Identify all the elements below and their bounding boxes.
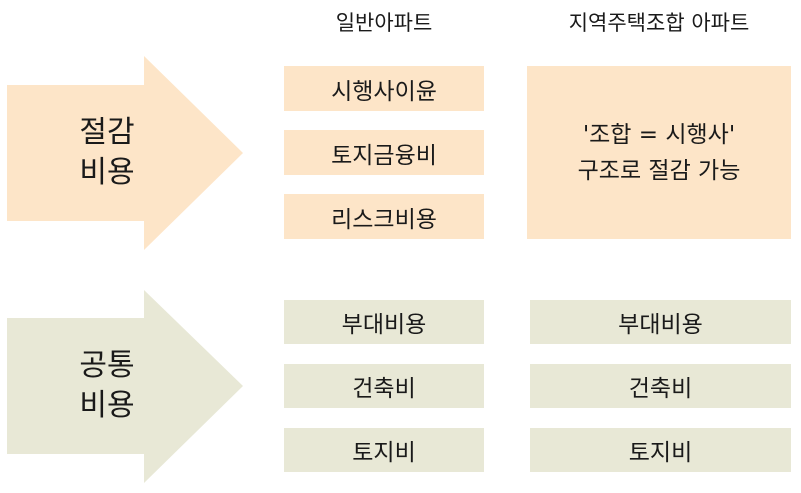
common-cost-label: 공통 비용	[7, 346, 207, 426]
arrow-shape-icon	[7, 290, 243, 483]
column-header-union-apartment: 지역주택조합 아파트	[568, 11, 750, 35]
savings-cost-arrow: 절감 비용	[7, 56, 243, 250]
general-common-item: 부대비용	[284, 300, 484, 344]
arrow-shape-icon	[7, 56, 243, 250]
union-savings-note-line2: 구조로 절감 가능	[577, 157, 741, 184]
savings-cost-label-line2: 비용	[79, 155, 135, 190]
general-savings-item: 리스크비용	[284, 194, 484, 239]
common-cost-label-line2: 비용	[79, 388, 135, 423]
common-cost-label-line1: 공통	[79, 348, 135, 383]
savings-cost-label: 절감 비용	[7, 113, 207, 193]
column-header-general-apartment: 일반아파트	[335, 11, 433, 35]
general-common-item: 토지비	[284, 428, 484, 472]
general-savings-item: 시행사이윤	[284, 66, 484, 111]
union-common-item: 토지비	[530, 428, 791, 472]
general-savings-item: 토지금융비	[284, 130, 484, 175]
savings-cost-label-line1: 절감	[79, 115, 135, 150]
union-savings-note-line1: '조합 = 시행사'	[582, 121, 736, 148]
union-common-item: 부대비용	[530, 300, 791, 344]
general-common-item: 건축비	[284, 364, 484, 408]
common-cost-arrow: 공통 비용	[7, 290, 243, 483]
union-common-item: 건축비	[530, 364, 791, 408]
union-savings-note-box: '조합 = 시행사' 구조로 절감 가능	[527, 66, 791, 239]
